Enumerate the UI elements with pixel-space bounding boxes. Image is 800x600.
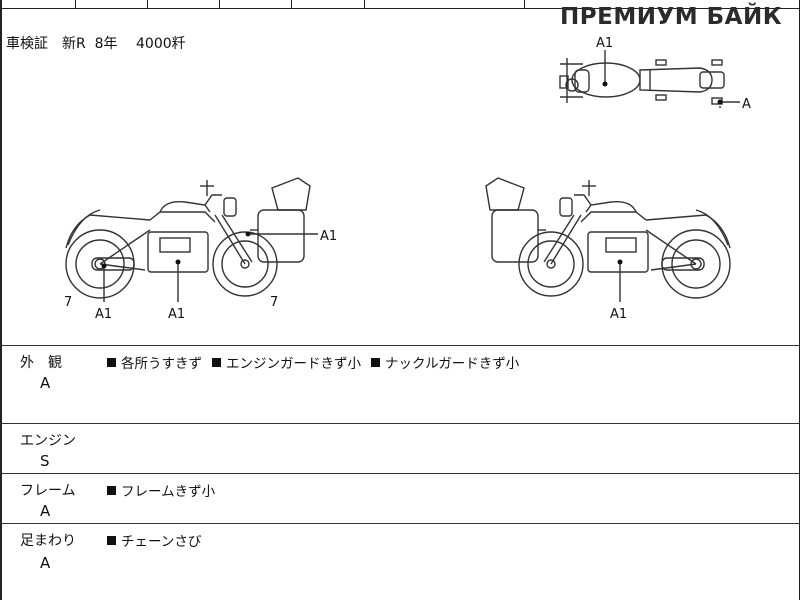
note-item: 各所うすきず — [107, 352, 202, 372]
damage-mark-left-engine: A1 — [168, 307, 185, 322]
section-grade: A — [40, 374, 51, 392]
damage-mark-left-front-wheel: 7 — [64, 295, 72, 310]
section-label: 足まわり — [20, 533, 76, 549]
section-grade: S — [40, 452, 50, 470]
section-suspension: 足まわり A チェーンさび — [0, 523, 800, 600]
damage-mark-right-engine: A1 — [610, 307, 627, 322]
damage-mark-left-case: A1 — [320, 229, 337, 244]
left-side-motorcycle — [65, 177, 311, 299]
registration-info: 車検証 新R 8年 4000粁 — [6, 33, 186, 53]
registration-status: 新R — [62, 36, 86, 52]
watermark: ПРЕМИУМ БАЙК — [560, 4, 782, 30]
section-notes: チェーンさび — [107, 530, 205, 550]
top-header-strip — [0, 0, 800, 9]
damage-mark-top-a: A — [742, 97, 751, 112]
registration-distance: 4000粁 — [136, 36, 186, 52]
right-side-motorcycle — [485, 177, 731, 299]
section-exterior: 外 観 A 各所うすきず エンジンガードきず小 ナックルガードきず小 — [0, 345, 800, 423]
square-bullet-icon — [107, 357, 116, 367]
registration-year: 8年 — [94, 36, 118, 52]
square-bullet-icon — [107, 485, 116, 495]
square-bullet-icon — [107, 535, 116, 545]
section-engine: エンジン S — [0, 423, 800, 473]
section-grade: A — [40, 502, 51, 520]
square-bullet-icon — [212, 357, 221, 367]
damage-diagram: A1 A A1 7 A1 A1 7 A1 — [64, 36, 751, 322]
note-item: チェーンさび — [107, 530, 201, 550]
section-notes: 各所うすきず エンジンガードきず小 ナックルガードきず小 — [107, 352, 523, 372]
section-notes: フレームきず小 — [107, 480, 219, 500]
damage-mark-left-exhaust: A1 — [95, 307, 112, 322]
damage-mark-left-rear-wheel: 7 — [270, 295, 278, 310]
registration-label: 車検証 — [6, 36, 48, 52]
note-item: ナックルガードきず小 — [371, 352, 519, 372]
top-view-motorcycle — [559, 58, 725, 108]
note-item: エンジンガードきず小 — [212, 352, 361, 372]
section-label: 外 観 — [20, 355, 62, 371]
section-frame: フレーム A フレームきず小 — [0, 473, 800, 523]
section-label: フレーム — [20, 483, 76, 499]
section-label: エンジン — [20, 433, 76, 449]
section-grade: A — [40, 554, 51, 572]
square-bullet-icon — [371, 357, 380, 367]
note-item: フレームきず小 — [107, 480, 215, 500]
damage-mark-top-a1: A1 — [596, 36, 613, 51]
